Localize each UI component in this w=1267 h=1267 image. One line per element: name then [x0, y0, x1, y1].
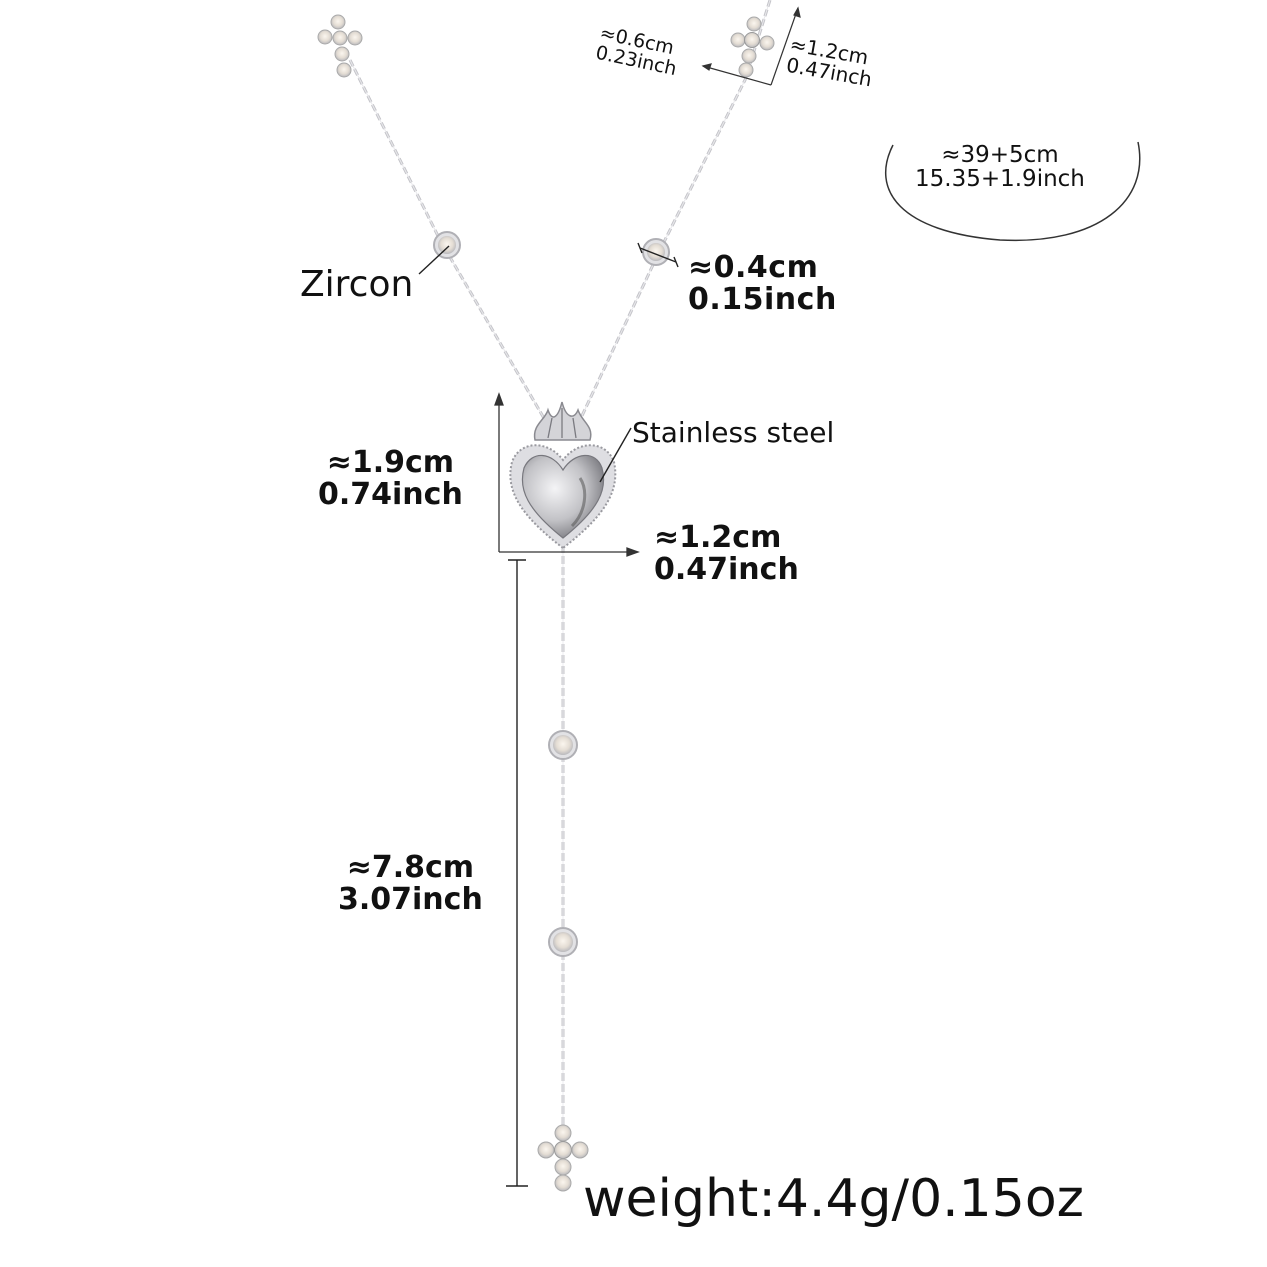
- heart-height-inch: 0.74inch: [318, 476, 463, 512]
- cross-top-right: [730, 16, 775, 78]
- chain-length-inch: 15.35+1.9inch: [915, 166, 1085, 193]
- material-leader-line: [599, 427, 632, 483]
- zircon-station-drop-2: [548, 927, 578, 957]
- zircon-label: Zircon: [300, 264, 414, 305]
- chain-length-label: ≈39+5cm 15.35+1.9inch: [915, 143, 1085, 191]
- sacred-heart-pendant: [509, 401, 617, 550]
- zircon-station-drop-1: [548, 730, 578, 760]
- zircon-station-right: [642, 238, 670, 266]
- drop-length-cm: ≈7.8cm: [346, 850, 475, 885]
- zircon-size-marker: [637, 242, 679, 268]
- zircon-size-label: ≈0.4cm 0.15inch: [688, 252, 837, 315]
- weight-label: weight:4.4g/0.15oz: [583, 1169, 1084, 1229]
- cross-bottom: [537, 1124, 589, 1192]
- zircon-station-left: [433, 231, 461, 259]
- material-label: Stainless steel: [632, 416, 835, 449]
- heart-width-cm: ≈1.2cm: [654, 520, 782, 555]
- cross-dimension-lines: [701, 6, 801, 86]
- drop-dimension-line: [506, 559, 528, 1187]
- heart-height-cm: ≈1.9cm: [326, 445, 455, 480]
- heart-height-label: ≈1.9cm 0.74inch: [318, 447, 463, 510]
- chain-length-arc: [884, 141, 1141, 242]
- chain-length-cm: ≈39+5cm: [941, 142, 1059, 168]
- heart-width-inch: 0.47inch: [654, 551, 799, 587]
- heart-dimension-lines: [494, 392, 640, 557]
- drop-length-label: ≈7.8cm 3.07inch: [338, 852, 483, 915]
- zircon-size-inch: 0.15inch: [688, 281, 837, 317]
- zircon-leader-line: [418, 245, 450, 275]
- zircon-size-cm: ≈0.4cm: [688, 250, 819, 285]
- heart-width-label: ≈1.2cm 0.47inch: [654, 522, 799, 585]
- drop-length-inch: 3.07inch: [338, 881, 483, 917]
- cross-top-left: [317, 14, 363, 78]
